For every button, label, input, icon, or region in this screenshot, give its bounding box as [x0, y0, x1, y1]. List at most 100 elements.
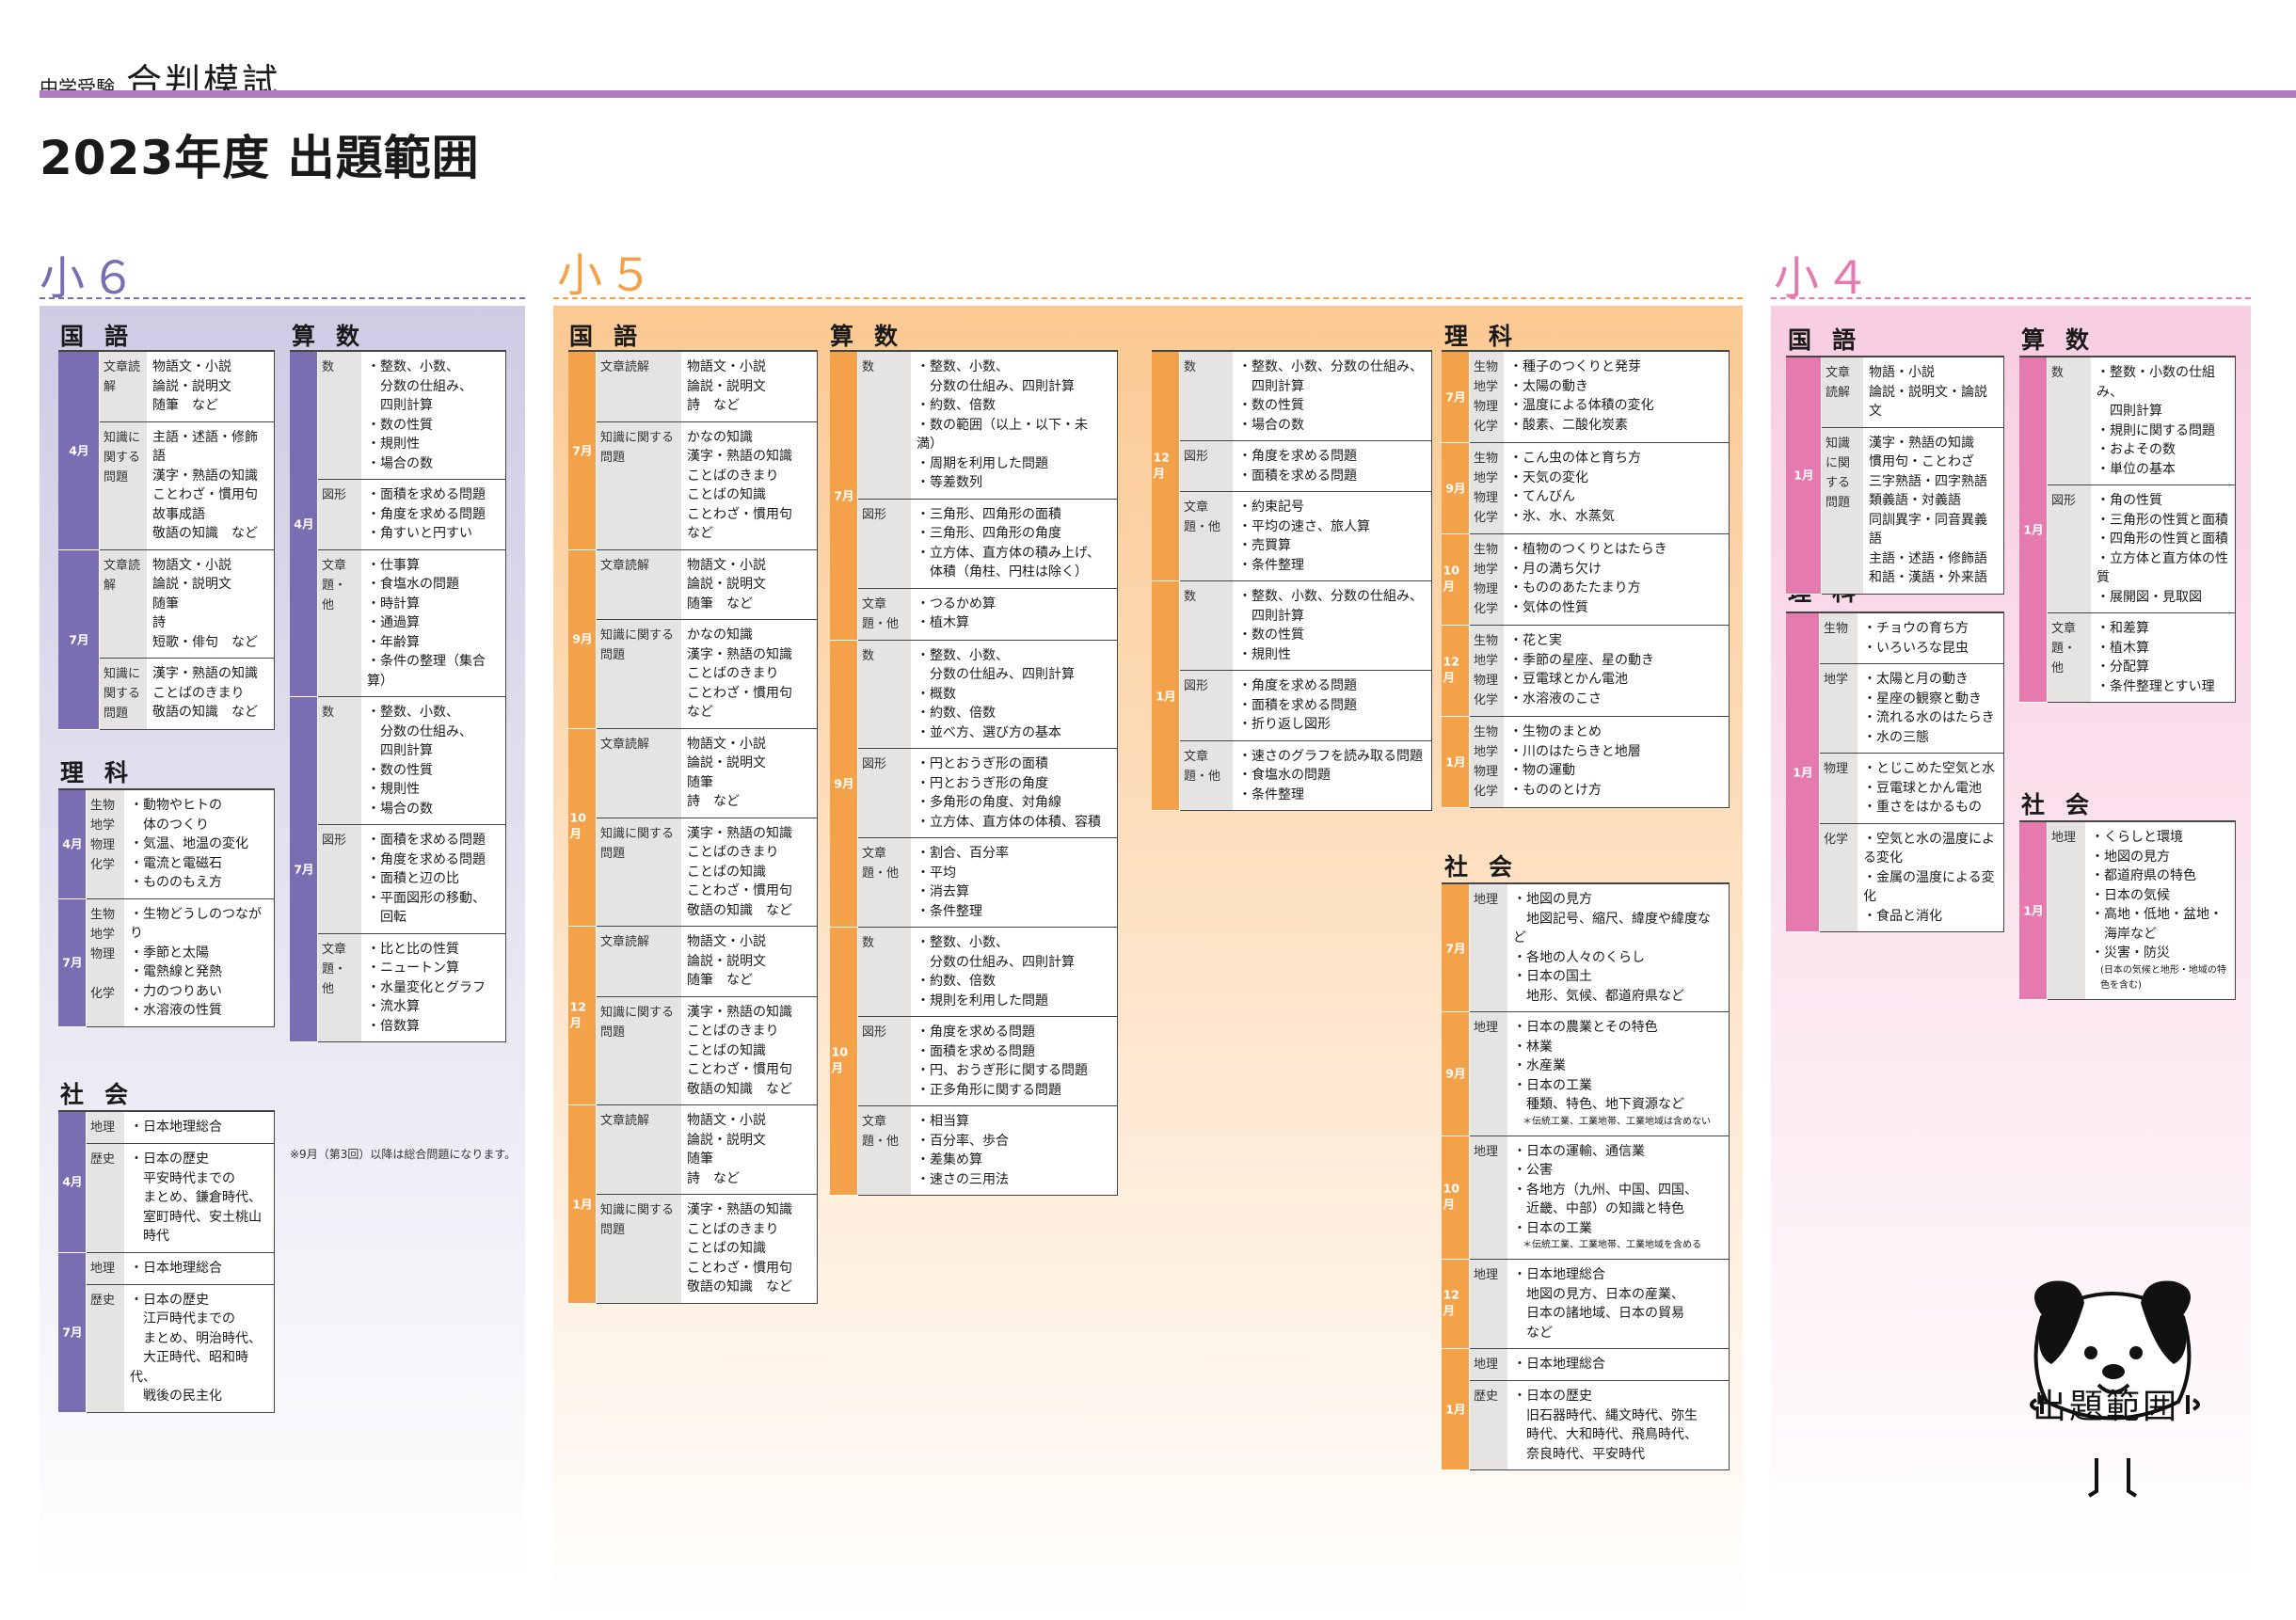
items-text: ・地図の見方 地図記号、縮尺、緯度や緯度など ・各地の人々のくらし ・日本の国土…	[1513, 892, 1711, 1004]
month-cell: 7月	[1442, 352, 1470, 443]
table-row: 文章読解物語・小説 論説・説明文・論説文	[1822, 357, 2003, 428]
items-text: ・花と実 ・季節の星座、星の動き ・豆電球とかん電池 ・水溶液のこさ	[1509, 633, 1654, 707]
items-cell: ・生物どうしのつながり ・季節と太陽 ・電熱線と発熱 ・力のつりあい ・水溶液の…	[124, 899, 274, 1026]
g4-sansu-table: 1月数・整数・小数の仕組み、 四則計算 ・規則に関する問題 ・およその数 ・単位…	[2019, 356, 2236, 703]
category-cell: 文章読解	[597, 352, 681, 421]
month-label: 10月	[569, 812, 586, 842]
table-row: 文章読解物語文・小説 論説・説明文 随筆 詩 など	[597, 728, 817, 818]
items-text: ・角度を求める問題 ・面積を求める問題 ・円、おうぎ形に関する問題 ・正多角形に…	[917, 1024, 1088, 1098]
g6-kokugo-heading: 国語	[60, 323, 150, 350]
items-cell: ・生物のまとめ ・川のはたらきと地層 ・物の運動 ・もののとけ方	[1504, 717, 1729, 807]
category-cell: 図形	[318, 825, 361, 933]
month-rows: 生物 地学 物理 化学・動物やヒトの 体のつくり ・気温、地温の変化 ・電流と電…	[87, 790, 275, 899]
items-cell: 物語文・小説 論説・説明文 随筆 詩 など	[681, 1105, 817, 1194]
items-text: ・生物のまとめ ・川のはたらきと地層 ・物の運動 ・もののとけ方	[1509, 724, 1641, 798]
month-cell: 12月	[568, 927, 597, 1105]
table-row: 図形・角度を求める問題 ・面積を求める問題 ・折り返し図形	[1180, 671, 1431, 741]
items-cell: ・日本地理総合 地図の見方、日本の産業、 日本の諸地域、日本の貿易 など	[1507, 1260, 1729, 1348]
items-text: ・生物どうしのつながり ・季節と太陽 ・電熱線と発熱 ・力のつりあい ・水溶液の…	[130, 906, 262, 1019]
page-title: 2023年度 出題範囲	[40, 131, 480, 185]
category-cell: 生物	[1820, 613, 1858, 663]
g4-shakai-table: 1月地理・くらしと環境 ・地図の見方 ・都道府県の特色 ・日本の気候 ・高地・低…	[2019, 820, 2236, 1000]
items-cell: ・日本地理総合	[124, 1253, 274, 1284]
table-row: 生物 地学 物理 化学・動物やヒトの 体のつくり ・気温、地温の変化 ・電流と電…	[87, 790, 274, 899]
table-row: 生物 地学 物理 化学・生物どうしのつながり ・季節と太陽 ・電熱線と発熱 ・力…	[87, 898, 274, 1027]
month-cell: 1月	[2019, 822, 2048, 1000]
table-row: 知識に関する問題漢字・熟語の知識 慣用句・ことわざ 三字熟語・四字熟語 類義語・…	[1822, 427, 2003, 595]
items-text: ・太陽と月の動き ・星座の観察と動き ・流れる水のはたらき ・水の三態	[1863, 672, 1995, 745]
table-row: 地理・地図の見方 地図記号、縮尺、緯度や緯度など ・各地の人々のくらし ・日本の…	[1470, 884, 1729, 1012]
category-cell: 物理	[1820, 754, 1858, 823]
items-text: ・整数、小数、 分数の仕組み、四則計算 ・約数、倍数 ・数の範囲（以上・以下・未…	[917, 359, 1088, 490]
items-cell: ・こん虫の体と育ち方 ・天気の変化 ・てんびん ・氷、水、水蒸気	[1504, 443, 1729, 533]
month-block: 7月文章読解物語文・小説 論説・説明文 詩 など知識に関する問題かなの知識 漢字…	[568, 352, 818, 550]
items-text: 漢字・熟語の知識 ことばのきまり ことばの知識 ことわざ・慣用句 敬語の知識 な…	[687, 825, 792, 918]
category-cell: 知識に関する問題	[100, 421, 147, 549]
category-cell: 生物 地学 物理 化学	[1470, 717, 1504, 807]
table-row: 数・整数、小数、 分数の仕組み、 四則計算 ・数の性質 ・規則性 ・場合の数	[318, 352, 505, 480]
items-cell: かなの知識 漢字・熟語の知識 ことばのきまり ことばの知識 ことわざ・慣用句 な…	[681, 422, 817, 549]
month-block: 7月文章読解物語文・小説 論説・説明文 随筆 詩 短歌・俳句 など知識に関する問…	[58, 549, 275, 730]
category-cell: 知識に関する問題	[597, 996, 681, 1104]
items-cell: ・動物やヒトの 体のつくり ・気温、地温の変化 ・電流と電磁石 ・もののもえ方	[124, 790, 274, 898]
category-cell: 化学	[1820, 823, 1858, 931]
category-cell: 文章題・他	[858, 838, 911, 927]
month-rows: 数・整数、小数、 分数の仕組み、四則計算 ・約数、倍数 ・規則を利用した問題図形…	[858, 928, 1118, 1196]
month-block: 7月生物 地学 物理 化学・種子のつくりと発芽 ・太陽の動き ・温度による体積の…	[1442, 352, 1730, 443]
g5-rika-table: 7月生物 地学 物理 化学 ・種子のつくりと発芽 ・太陽の動き ・温度による体積の…	[1442, 350, 1730, 808]
month-label: 12月	[1153, 451, 1170, 481]
category-cell: 生物 地学 物理 化学	[87, 898, 124, 1026]
table-row: 図形・角の性質 ・三角形の性質と面積 ・四角形の性質と面積 ・立方体と直方体の性…	[2048, 485, 2235, 613]
category-cell: 地理	[87, 1112, 124, 1143]
items-cell: 物語文・小説 論説・説明文 随筆 など	[147, 352, 274, 421]
month-rows: 生物 地学 物理 化学・植物のつくりとはたらき ・月の満ち欠け ・もののあたたま…	[1470, 534, 1730, 626]
category-cell: 文章題・他	[1180, 492, 1233, 580]
items-cell: ・地図の見方 地図記号、縮尺、緯度や緯度など ・各地の人々のくらし ・日本の国土…	[1507, 884, 1729, 1011]
category-cell: 図形	[858, 499, 911, 588]
month-label: 12月	[569, 1000, 586, 1030]
g4-rika-table: 1月生物・チョウの育ち方 ・いろいろな昆虫地学・太陽と月の動き ・星座の観察と動…	[1786, 611, 2004, 932]
items-text: ・円とおうぎ形の面積 ・円とおうぎ形の角度 ・多角形の角度、対角線 ・立方体、直…	[917, 756, 1101, 830]
grade4-label: 小４	[1774, 252, 1876, 305]
items-text: ・日本地理総合	[1513, 1357, 1605, 1372]
month-label: 9月	[833, 777, 854, 791]
table-row: 文章題・他・和差算 ・植木算 ・分配算 ・条件整理とすい理	[2048, 613, 2235, 703]
items-text: 物語文・小説 論説・説明文 随筆 など	[687, 557, 766, 611]
month-rows: 生物 地学 物理 化学・生物どうしのつながり ・季節と太陽 ・電熱線と発熱 ・力…	[87, 898, 275, 1027]
items-text: 漢字・熟語の知識 慣用句・ことわざ 三字熟語・四字熟語 類義語・対義語 同訓異字…	[1869, 435, 1987, 586]
month-rows: 地理・日本地理総合歴史・日本の歴史 平安時代までの まとめ、鎌倉時代、 室町時代…	[87, 1112, 275, 1253]
items-cell: ・とじこめた空気と水 ・豆電球とかん電池 ・重さをはかるもの	[1858, 754, 2003, 823]
table-row: 地理・日本の農業とその特色 ・林業 ・水産業 ・日本の工業 種類、特色、地下資源…	[1470, 1012, 1729, 1136]
table-row: 知識に関する問題かなの知識 漢字・熟語の知識 ことばのきまり ことわざ・慣用句 …	[597, 620, 817, 729]
g4-shakai-heading: 社会	[2021, 791, 2111, 818]
items-text: ・日本の運輸、通信業 ・公害 ・各地方（九州、中国、四国、 近畿、中部）の知識と…	[1513, 1143, 1698, 1236]
month-cell: 7月	[290, 697, 318, 1042]
g5-kokugo-table: 7月文章読解物語文・小説 論説・説明文 詩 など知識に関する問題かなの知識 漢字…	[568, 350, 818, 1304]
items-cell: 漢字・熟語の知識 ことばのきまり ことばの知識 ことわざ・慣用句 敬語の知識 な…	[681, 1195, 817, 1303]
g6-rika-heading: 理科	[60, 759, 150, 786]
items-cell: 物語文・小説 論説・説明文 随筆 など	[681, 550, 817, 620]
month-block: 4月数・整数、小数、 分数の仕組み、 四則計算 ・数の性質 ・規則性 ・場合の数…	[290, 352, 506, 697]
items-cell: ・チョウの育ち方 ・いろいろな昆虫	[1858, 613, 2003, 663]
items-cell: ・種子のつくりと発芽 ・太陽の動き ・温度による体積の変化 ・酸素、二酸化炭素	[1504, 352, 1729, 442]
month-rows: 数・整数、小数、 分数の仕組み、四則計算 ・約数、倍数 ・数の範囲（以上・以下・…	[858, 352, 1118, 641]
category-cell: 生物 地学 物理 化学	[87, 790, 124, 898]
month-block: 1月数・整数・小数の仕組み、 四則計算 ・規則に関する問題 ・およその数 ・単位…	[2019, 357, 2236, 703]
month-label: 1月	[1444, 755, 1466, 770]
items-cell: ・整数、小数、 分数の仕組み、 四則計算 ・数の性質 ・規則性 ・場合の数	[361, 697, 505, 824]
items-text: ・整数、小数、 分数の仕組み、四則計算 ・概数 ・約数、倍数 ・並べ方、選び方の…	[917, 647, 1075, 740]
items-cell: ・日本地理総合	[124, 1112, 274, 1143]
items-text: ・日本の歴史 平安時代までの まとめ、鎌倉時代、 室町時代、安土桃山 時代	[130, 1151, 262, 1244]
month-rows: 文章読解物語文・小説 論説・説明文 随筆 など知識に関する問題かなの知識 漢字・…	[597, 549, 818, 729]
month-label: 7月	[61, 956, 83, 971]
grade5-label: 小５	[557, 249, 660, 302]
items-text: ・整数、小数、分数の仕組み、 四則計算 ・数の性質 ・場合の数	[1238, 359, 1423, 433]
month-rows: 生物・チョウの育ち方 ・いろいろな昆虫地学・太陽と月の動き ・星座の観察と動き …	[1820, 613, 2004, 932]
table-row: 歴史・日本の歴史 江戸時代までの まとめ、明治時代、 大正時代、昭和時代、 戦後…	[87, 1284, 274, 1413]
month-rows: 数・整数、小数、 分数の仕組み、 四則計算 ・数の性質 ・規則性 ・場合の数図形…	[318, 352, 506, 697]
category-cell: 生物 地学 物理 化学	[1470, 534, 1504, 625]
items-cell: ・整数、小数、分数の仕組み、 四則計算 ・数の性質 ・場合の数	[1233, 352, 1431, 440]
items-cell: ・角度を求める問題 ・面積を求める問題 ・円、おうぎ形に関する問題 ・正多角形に…	[911, 1017, 1117, 1105]
category-cell: 歴史	[87, 1144, 124, 1252]
category-cell: 地理	[1470, 1136, 1507, 1259]
